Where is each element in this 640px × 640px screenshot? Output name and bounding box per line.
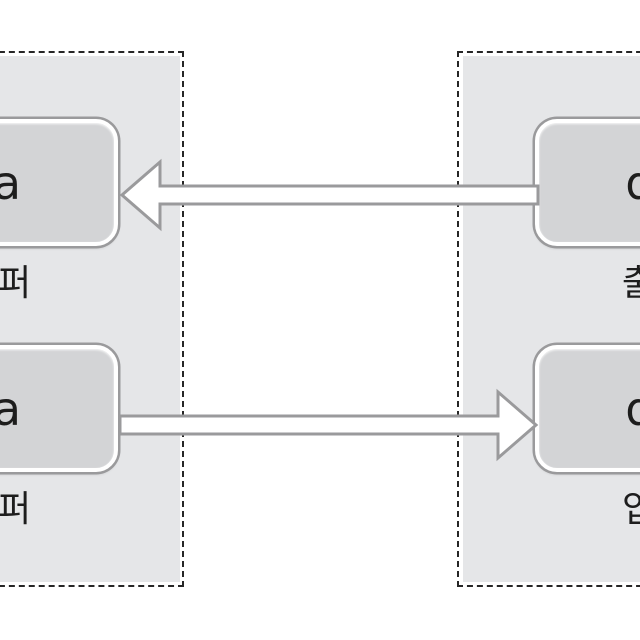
right-top-data-box[interactable]: da xyxy=(535,119,640,246)
left-bottom-box-caption: 버퍼 xyxy=(0,489,32,530)
left-top-box-caption: 버퍼 xyxy=(0,263,32,304)
arrow-left-to-right-icon xyxy=(118,388,539,462)
left-top-data-box[interactable]: ta xyxy=(0,119,118,246)
left-top-data-label: ta xyxy=(0,155,23,210)
right-top-box-caption: 출력 xyxy=(621,263,640,304)
left-bottom-data-label: ta xyxy=(0,381,23,436)
right-bottom-data-label: da xyxy=(625,386,640,432)
right-top-data-label: da xyxy=(625,160,640,206)
right-bottom-box-caption: 입력 xyxy=(621,489,640,530)
left-panel-dashed-border xyxy=(0,51,184,587)
left-bottom-data-box[interactable]: ta xyxy=(0,345,118,472)
right-bottom-data-box[interactable]: da xyxy=(535,345,640,472)
arrow-right-to-left-icon xyxy=(119,158,540,232)
right-panel-dashed-border xyxy=(457,51,640,587)
